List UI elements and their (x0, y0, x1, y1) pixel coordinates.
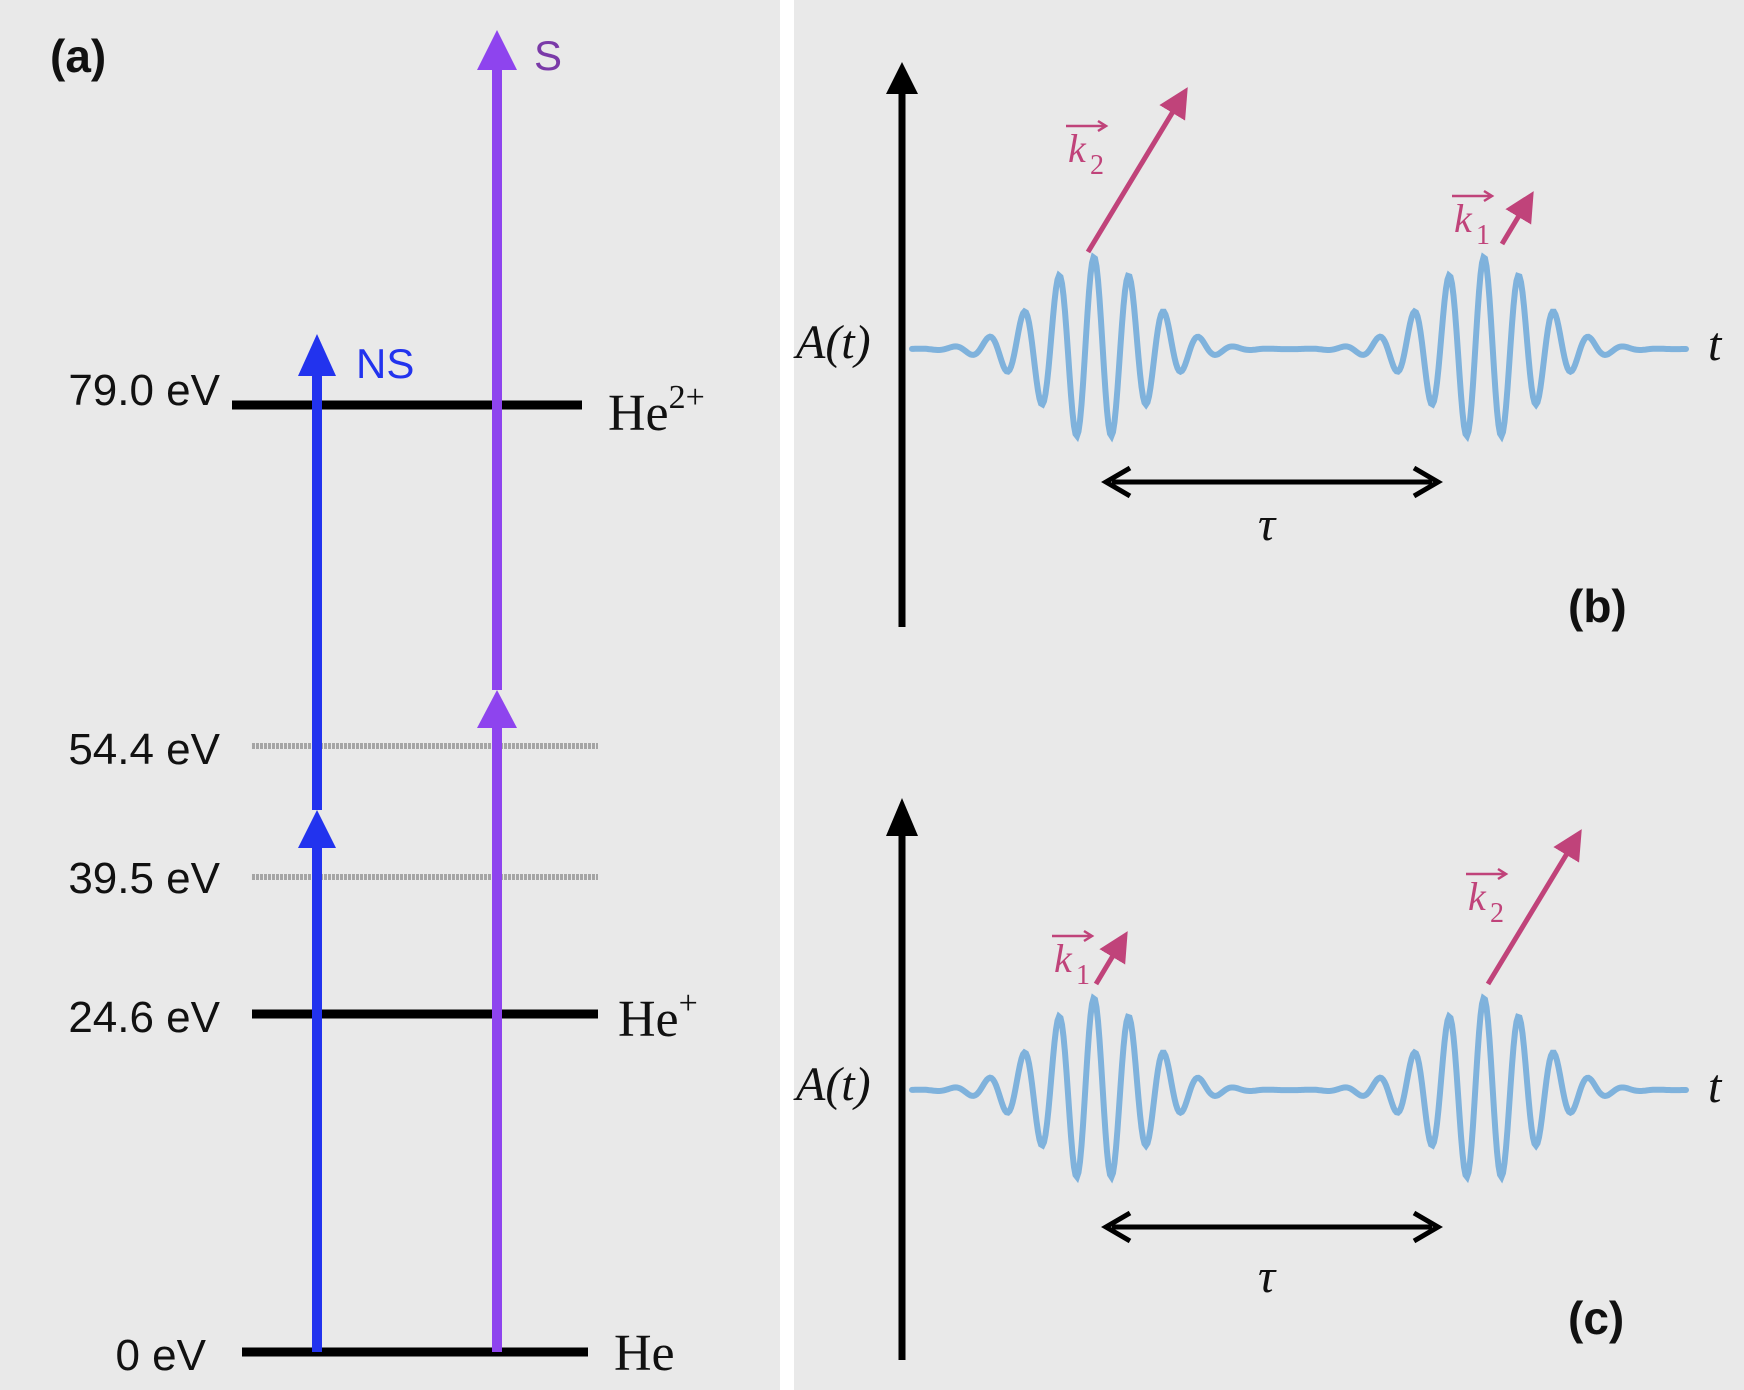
species-heplus: He+ (618, 985, 698, 1048)
energy-label-79: 79.0 eV (68, 366, 220, 415)
species-he2plus: He2+ (608, 379, 705, 442)
panel-b-amplitude-label: A(t) (793, 316, 871, 369)
energy-label-54: 54.4 eV (68, 725, 220, 774)
panel-c-pulse-wave (909, 993, 1689, 1184)
panel-c-k1-arrow (1093, 931, 1128, 986)
panel-b-delay-label: τ (1258, 498, 1277, 551)
svg-text:k: k (1068, 126, 1087, 171)
panel-c-k2-arrow (1485, 829, 1582, 986)
species-he: He (614, 1325, 675, 1382)
panel-b-k1-label: k 1 (1452, 189, 1495, 251)
panel-c-time-label: t (1708, 1060, 1723, 1113)
svg-text:1: 1 (1076, 960, 1090, 991)
panel-label-c: (c) (1568, 1292, 1624, 1344)
svg-text:2: 2 (1090, 150, 1104, 181)
svg-text:k: k (1468, 874, 1487, 919)
panel-c-delay-right-head (1412, 1210, 1443, 1244)
svg-text:k: k (1454, 196, 1473, 241)
s-label: S (534, 32, 562, 79)
panel-b-k1-arrow (1499, 191, 1534, 246)
ns-arrowhead-top (298, 334, 336, 376)
svg-text:2: 2 (1490, 898, 1504, 929)
panel-c-delay-label: τ (1258, 1250, 1277, 1303)
ns-arrowhead-mid (298, 810, 336, 848)
panel-c-k1-label: k 1 (1052, 929, 1095, 991)
panel-b-k2-arrow (1085, 87, 1188, 254)
panel-b-delay-right-head (1412, 465, 1443, 499)
s-arrowhead-top (477, 30, 517, 70)
panel-c: A(t) t τ k 1 k 2 (c) (793, 798, 1723, 1360)
panel-c-k2-label: k 2 (1466, 867, 1509, 929)
panel-b-k2-label: k 2 (1066, 119, 1109, 181)
panel-a-background (0, 0, 780, 1390)
panel-b-pulse-wave (909, 252, 1689, 443)
panel-bc-background (794, 0, 1744, 1390)
ns-label: NS (356, 340, 414, 387)
panel-label-a: (a) (50, 30, 106, 82)
panel-c-amplitude-label: A(t) (793, 1058, 871, 1111)
energy-label-0: 0 eV (115, 1331, 206, 1380)
panel-c-axis-arrowhead (886, 798, 918, 836)
svg-text:k: k (1054, 936, 1073, 981)
panel-label-b: (b) (1568, 580, 1627, 632)
panel-b-axis-arrowhead (886, 62, 918, 94)
panel-c-delay-left-head (1101, 1210, 1132, 1244)
panel-b: A(t) t τ k 2 k 1 (b) (793, 62, 1723, 632)
s-arrowhead-mid (477, 690, 517, 728)
energy-label-39: 39.5 eV (68, 854, 220, 903)
panel-b-time-label: t (1708, 318, 1723, 371)
svg-text:1: 1 (1476, 220, 1490, 251)
panel-b-delay-left-head (1101, 465, 1132, 499)
energy-label-24: 24.6 eV (68, 993, 220, 1042)
